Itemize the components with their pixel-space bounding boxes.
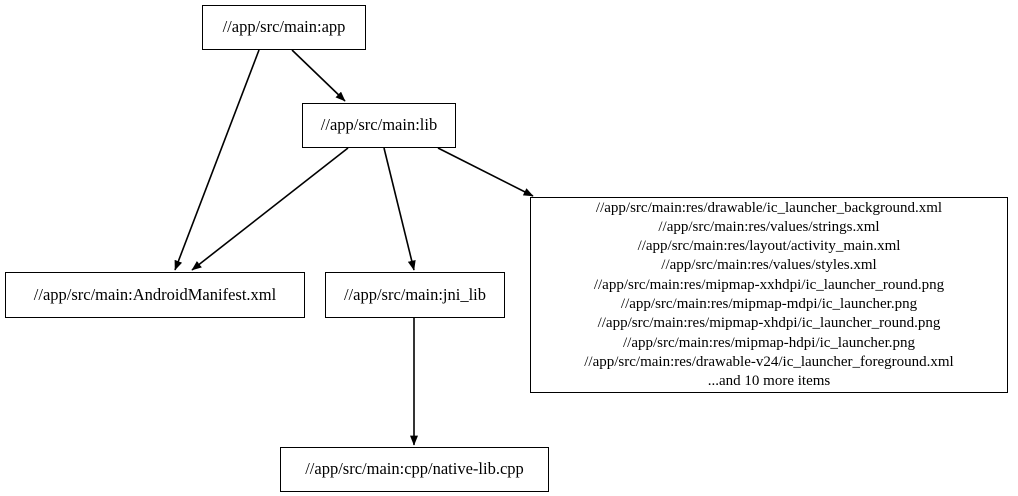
- node-label: //app/src/main:cpp/native-lib.cpp: [305, 459, 524, 479]
- edge-lib-to-res-group: [437, 147, 534, 197]
- node-label: //app/src/main:lib: [320, 115, 438, 135]
- edge-app-to-manifest: [174, 49, 260, 271]
- node-native-lib-cpp[interactable]: //app/src/main:cpp/native-lib.cpp: [280, 447, 549, 492]
- node-jni-lib[interactable]: //app/src/main:jni_lib: [325, 272, 505, 318]
- edge-lib-to-jni-lib: [383, 147, 416, 271]
- node-android-manifest-xml[interactable]: //app/src/main:AndroidManifest.xml: [5, 272, 305, 318]
- node-label-line: //app/src/main:res/mipmap-mdpi/ic_launch…: [620, 296, 918, 312]
- node-app-src-main-lib[interactable]: //app/src/main:lib: [302, 103, 456, 148]
- node-label: //app/src/main:AndroidManifest.xml: [33, 284, 277, 304]
- node-label-line: //app/src/main:res/values/styles.xml: [661, 257, 877, 274]
- node-res-resource-group[interactable]: //app/src/main:res/drawable/ic_launcher_…: [530, 197, 1008, 393]
- node-label-line: //app/src/main:res/drawable-v24/ic_launc…: [584, 353, 954, 370]
- node-label-line: //app/src/main:res/mipmap-xhdpi/ic_launc…: [597, 315, 941, 332]
- node-label: //app/src/main:jni_lib: [343, 284, 487, 304]
- node-app-src-main-app[interactable]: //app/src/main:app: [202, 5, 366, 50]
- node-label: //app/src/main:app: [222, 17, 346, 37]
- node-label-line: ...and 10 more items: [707, 373, 831, 390]
- node-label-multiline: //app/src/main:res/drawable/ic_launcher_…: [578, 199, 959, 392]
- node-label-line: //app/src/main:res/drawable/ic_launcher_…: [595, 199, 943, 216]
- edge-app-to-lib: [291, 49, 346, 102]
- node-label-line: //app/src/main:res/mipmap-xxhdpi/ic_laun…: [593, 276, 945, 293]
- edge-lib-to-manifest: [191, 147, 349, 271]
- node-label-line: //app/src/main:res/layout/activity_main.…: [637, 238, 901, 255]
- node-label-line: //app/src/main:res/mipmap-hdpi/ic_launch…: [622, 334, 915, 351]
- node-label-line: //app/src/main:res/values/strings.xml: [658, 218, 880, 235]
